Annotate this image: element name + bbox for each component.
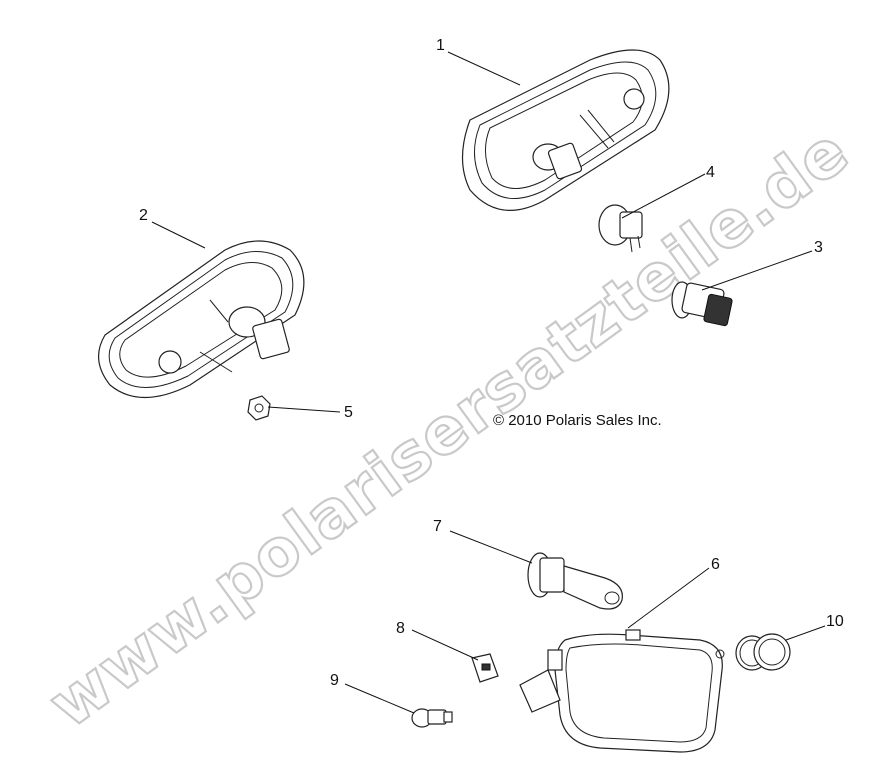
callout-3: 3 <box>814 239 823 256</box>
leader-4 <box>621 173 706 219</box>
part-5-nut <box>247 395 271 421</box>
callout-7: 7 <box>433 518 442 535</box>
copyright-text: © 2010 Polaris Sales Inc. <box>493 412 662 429</box>
part-1-taillight-right <box>461 49 670 211</box>
part-2-taillight-left <box>98 240 305 399</box>
callout-labels: 1 2 3 4 5 6 7 8 9 10 <box>139 37 844 689</box>
leader-lines <box>151 51 826 714</box>
leader-6 <box>627 567 710 629</box>
leader-1 <box>447 51 521 86</box>
callout-2: 2 <box>139 207 148 224</box>
callout-4: 4 <box>706 164 715 181</box>
leader-9 <box>344 683 415 714</box>
callout-8: 8 <box>396 620 405 637</box>
part-7-headlight-bulb <box>527 552 623 610</box>
part-9-screw <box>411 708 453 728</box>
callout-5: 5 <box>344 404 353 421</box>
part-4-wedge-bulb <box>598 204 643 253</box>
callout-9: 9 <box>330 672 339 689</box>
part-6-headlight-assembly <box>519 629 725 753</box>
part-8-clip <box>471 653 499 683</box>
leader-10 <box>785 625 826 641</box>
leader-5 <box>267 406 341 413</box>
part-3-bulb-socket <box>671 281 733 327</box>
leader-8 <box>411 629 479 661</box>
callout-10: 10 <box>826 613 844 630</box>
leader-7 <box>449 530 533 564</box>
leader-3 <box>701 250 813 291</box>
callout-1: 1 <box>436 37 445 54</box>
part-10-o-rings <box>735 633 791 671</box>
leader-2 <box>151 221 206 249</box>
callout-6: 6 <box>711 556 720 573</box>
